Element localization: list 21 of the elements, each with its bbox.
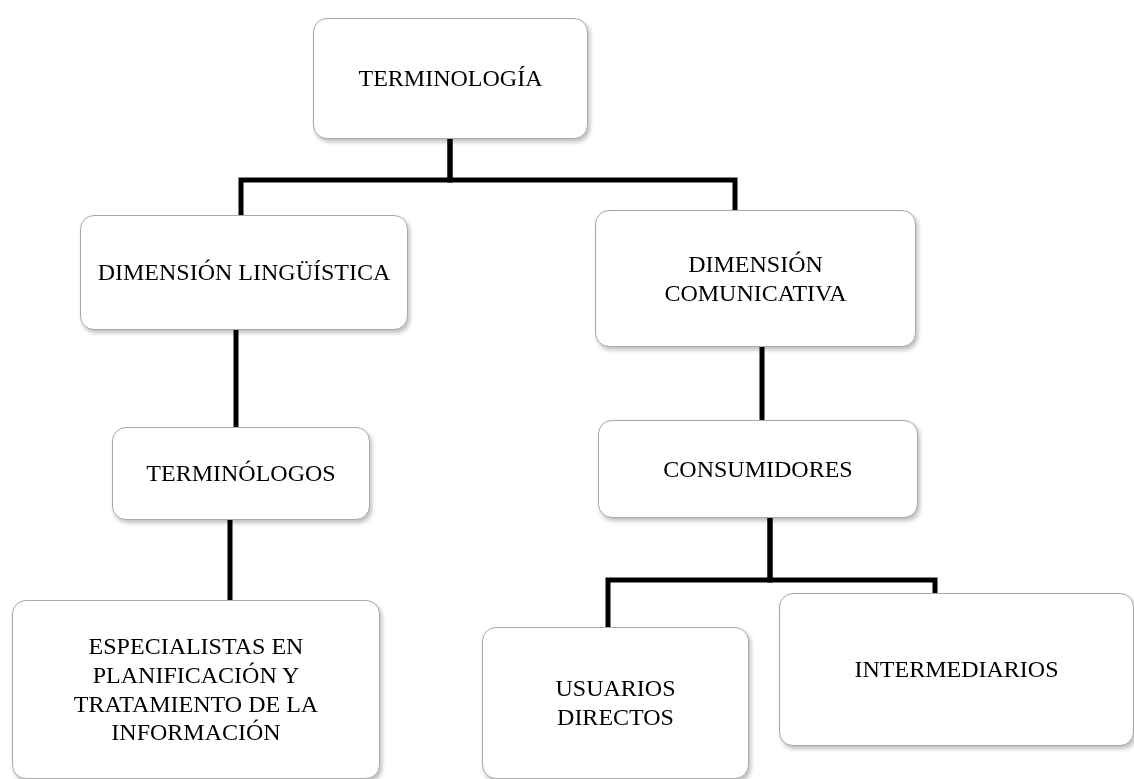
box-label: ESPECIALISTAS EN PLANIFICACIÓN Y TRATAMIENTO DE LA INFORMACIÓN: [72, 631, 320, 748]
connector-line: [227, 520, 233, 600]
rounded-box: [598, 420, 918, 518]
box-label: INTERMEDIARIOS: [854, 655, 1059, 684]
connector-line: [759, 347, 765, 420]
box-label: TERMINOLOGÍA: [358, 64, 543, 93]
connector-line: [767, 518, 938, 593]
connector-line: [447, 139, 738, 210]
box-label: DIMENSIÓN LINGÜÍSTICA: [97, 258, 391, 287]
rounded-box: [482, 627, 749, 779]
box-label: DIMENSIÓN COMUNICATIVA: [663, 249, 848, 308]
rounded-box: [595, 210, 916, 347]
box-label: TERMINÓLOGOS: [146, 459, 336, 488]
box-label: CONSUMIDORES: [663, 454, 853, 484]
rounded-box: [313, 18, 588, 139]
box-label: USUARIOS DIRECTOS: [554, 674, 677, 732]
rounded-box: [80, 215, 408, 330]
rounded-box: [112, 427, 370, 520]
connector-line: [233, 330, 239, 427]
rounded-box: [12, 600, 380, 779]
rounded-box: [779, 593, 1134, 746]
